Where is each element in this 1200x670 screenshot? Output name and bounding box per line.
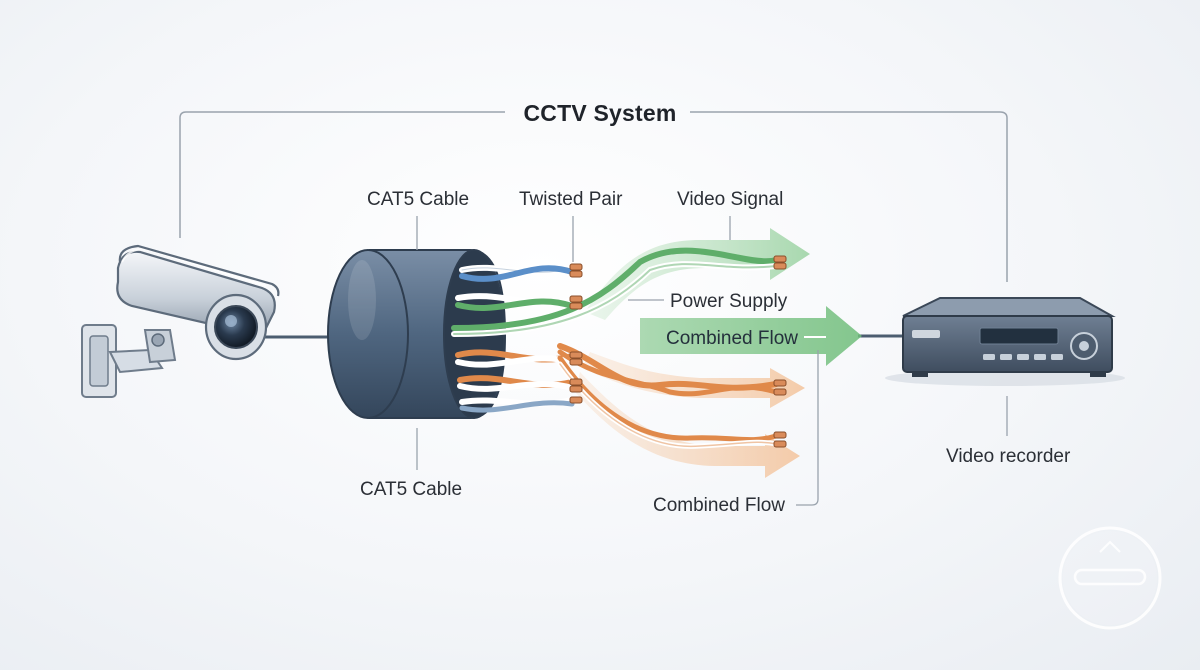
label-power-supply: Power Supply	[670, 291, 788, 312]
label-combined-flow-main: Combined Flow	[666, 328, 798, 349]
cctv-camera-icon	[81, 244, 280, 398]
orange-flow-arrow-upper	[582, 352, 805, 408]
label-twisted-pair: Twisted Pair	[519, 189, 623, 210]
label-cat5-cable-top: CAT5 Cable	[367, 189, 470, 210]
leader-lines	[416, 216, 1008, 506]
orange-flow-arrow-lower	[575, 372, 800, 478]
twisted-pairs	[451, 247, 779, 449]
label-cat5-cable-bottom: CAT5 Cable	[360, 479, 463, 500]
diagram-title: CCTV System	[523, 100, 677, 126]
label-combined-flow-bottom: Combined Flow	[653, 495, 785, 516]
wire-tips	[569, 255, 787, 448]
combined-flow-arrow	[640, 306, 862, 366]
video-signal-arrow	[585, 228, 810, 320]
trunk-line	[262, 334, 905, 339]
video-recorder-icon	[885, 297, 1125, 386]
watermark-logo-icon	[1058, 526, 1162, 630]
label-video-recorder: Video recorder	[946, 446, 1071, 467]
flow-arrows	[575, 228, 862, 478]
label-video-signal: Video Signal	[677, 189, 784, 210]
system-bracket	[179, 111, 1008, 282]
